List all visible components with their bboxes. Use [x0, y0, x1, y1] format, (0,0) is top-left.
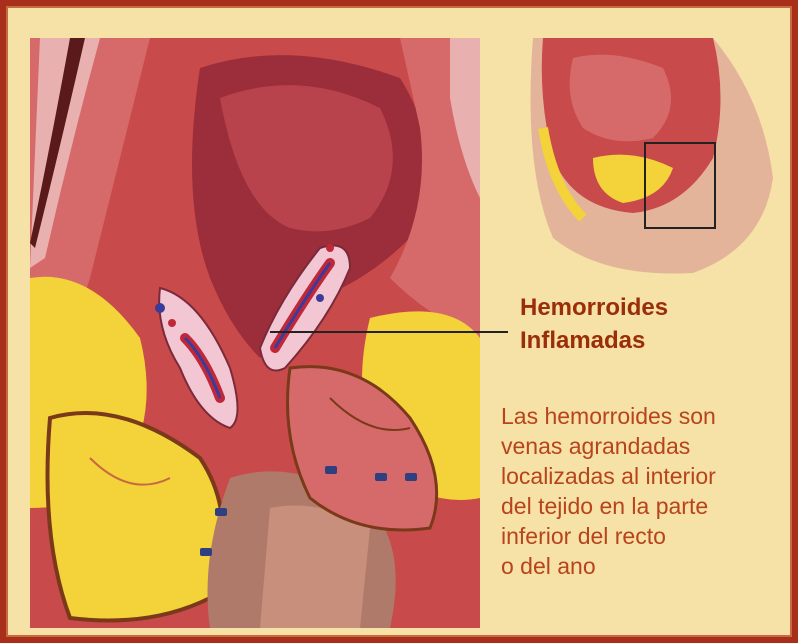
- callout-title-line-1: Hemorroides: [520, 291, 668, 324]
- description-line: localizadas al interior: [501, 461, 791, 491]
- callout-leader-line: [270, 331, 508, 333]
- description-line: venas agrandadas: [501, 431, 791, 461]
- description-line: Las hemorroides son: [501, 401, 791, 431]
- description-text: Las hemorroides son venas agrandadas loc…: [501, 401, 791, 581]
- callout-title-line-2: Inflamadas: [520, 324, 668, 357]
- description-line: o del ano: [501, 551, 791, 581]
- figure-panel: Hemorroides Inflamadas Las hemorroides s…: [6, 6, 792, 637]
- description-line: inferior del recto: [501, 521, 791, 551]
- callout-title: Hemorroides Inflamadas: [520, 291, 668, 357]
- anorectal-cross-section-illustration: [30, 38, 480, 628]
- pelvis-locator-inset: [513, 38, 778, 278]
- description-line: del tejido en la parte: [501, 491, 791, 521]
